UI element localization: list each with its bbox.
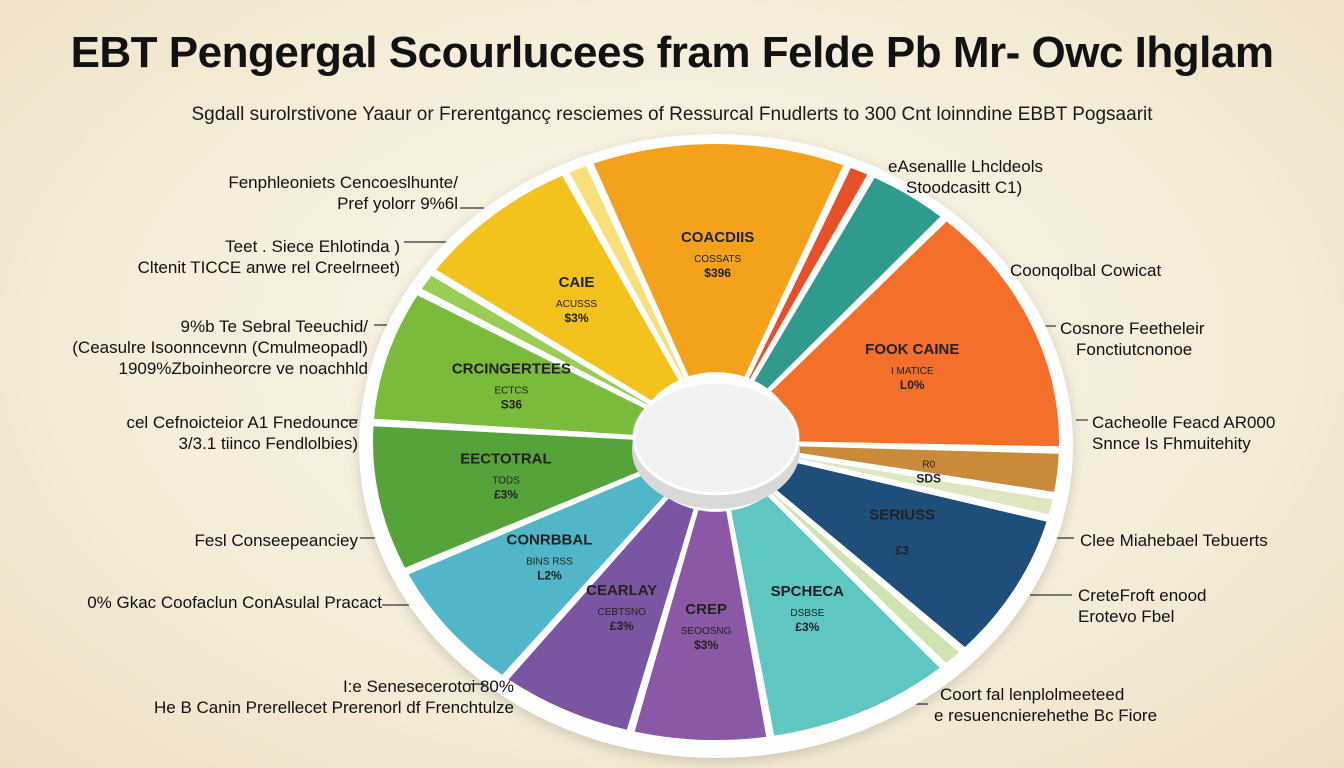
callout-line: Erotevo Fbel bbox=[1078, 607, 1175, 626]
callout-left-6: I:e Senesecerotoi 80% He B Canin Prerell… bbox=[154, 676, 514, 718]
slice-sublabel: CEBTSNO bbox=[598, 607, 647, 618]
slice-name: CEARLAY bbox=[586, 582, 657, 599]
slice-value-label: $396 bbox=[704, 266, 731, 280]
callout-line: Fesl Conseepeanciey bbox=[194, 531, 358, 550]
pie-slice bbox=[743, 162, 874, 384]
callout-line: Cltenit TICCE anwe rel Creelrneet) bbox=[137, 258, 400, 277]
slice-value-label: S36 bbox=[501, 398, 523, 412]
callout-line: Stoodcasitt C1) bbox=[906, 178, 1023, 197]
slice-value-label: £3 bbox=[896, 543, 910, 557]
pie-slice bbox=[748, 172, 947, 394]
callout-line: Coort fal lenplolmeeteed bbox=[940, 685, 1125, 704]
slice-name: EECTOTRAL bbox=[460, 450, 551, 467]
slice-name: SERIUSS bbox=[869, 506, 935, 523]
callout-line: (Ceasulre Isoonncevnn (Cmulmeopadl) bbox=[72, 338, 368, 357]
slice-value-label: SDS bbox=[916, 471, 941, 485]
pie-slice bbox=[563, 161, 690, 384]
slice-value-label: £3% bbox=[795, 620, 819, 634]
callout-left-1: Teet . Siece Ehlotinda ) Cltenit TICCE a… bbox=[138, 236, 400, 278]
callout-line: Coonqolbal Cowicat bbox=[1010, 261, 1162, 280]
callout-line: CreteFroft enood bbox=[1078, 586, 1207, 605]
slice-name: CREP bbox=[685, 601, 727, 618]
callout-line: 0% Gkac Coofaclun ConAsulal Pracact bbox=[87, 593, 382, 612]
slice-sublabel: DSBSE bbox=[790, 608, 824, 619]
callout-line: Teet . Siece Ehlotinda ) bbox=[225, 237, 400, 256]
callout-line: e resuencnierehethe Bc Fiore bbox=[934, 706, 1158, 725]
callout-line: Snnce Is Fhmuitehity bbox=[1092, 434, 1251, 453]
callout-line: Fenphleoniets Cencoeslhunte/ bbox=[228, 173, 458, 192]
pie-hub bbox=[632, 380, 800, 509]
callout-left-4: Fesl Conseepeanciey bbox=[195, 530, 358, 551]
slice-name: CRCINGERTEES bbox=[452, 361, 571, 378]
pie-slice bbox=[629, 505, 771, 744]
slice-sublabel: COSSATS bbox=[694, 254, 741, 265]
callout-right-6: Coort fal lenplolmeeteed e resuencniereh… bbox=[934, 684, 1157, 726]
pie-slice bbox=[430, 170, 685, 406]
callout-line: 1909%Zboinheorcre ve noachhld bbox=[118, 359, 368, 378]
slice-name: FOOK CAINE bbox=[865, 341, 959, 358]
slice-value-label: $3% bbox=[694, 638, 718, 652]
pie-slice bbox=[588, 140, 849, 382]
slice-value-label: $3% bbox=[564, 311, 588, 325]
slice-sublabel: ACUSSS bbox=[556, 299, 597, 310]
callout-left-0: Fenphleoniets Cencoeslhunte/ Pref yolorr… bbox=[228, 172, 458, 214]
chart-title: EBT Pengergal Scourlucees fram Felde Pb … bbox=[70, 28, 1274, 77]
callout-line: Fonctiutcnonoe bbox=[1076, 340, 1193, 359]
slice-value-label: L0% bbox=[900, 378, 925, 392]
callout-line: Pref yolorr 9%6l bbox=[337, 194, 458, 213]
slice-value-label: £3% bbox=[494, 487, 518, 501]
slice-name: CONRBBAL bbox=[507, 532, 593, 549]
slice-sublabel: BINS RSS bbox=[526, 557, 573, 568]
callout-right-0: eAsenallle Lhcldeols Stoodcasitt C1) bbox=[888, 156, 1043, 198]
callout-right-1: Coonqolbal Cowicat bbox=[1010, 260, 1161, 281]
slice-sublabel: R0 bbox=[922, 459, 935, 470]
slice-name: COACDIIS bbox=[681, 229, 754, 246]
callout-right-5: CreteFroft enood Erotevo Fbel bbox=[1078, 585, 1207, 627]
slice-value-label: £3% bbox=[610, 619, 634, 633]
callout-line: Cosnore Feetheleir bbox=[1060, 319, 1205, 338]
callout-line: I:e Senesecerotoi 80% bbox=[342, 677, 514, 696]
callout-line: 9%b Te Sebral Teeuchid/ bbox=[180, 317, 368, 336]
callout-line: cel Cefnoicteior A1 Fnedounce bbox=[126, 413, 358, 432]
slice-name: CAIE bbox=[559, 274, 595, 291]
callout-line: Clee Miahebael Tebuerts bbox=[1080, 531, 1268, 550]
callout-line: He B Canin Prerellecet Prerenorl df Fren… bbox=[154, 698, 514, 717]
callout-left-3: cel Cefnoicteior A1 Fnedounce 3/3.1 tiin… bbox=[126, 412, 358, 454]
callout-left-2: 9%b Te Sebral Teeuchid/ (Ceasulre Isoonn… bbox=[72, 316, 368, 379]
callout-line: Cacheolle Feacd AR000 bbox=[1092, 413, 1276, 432]
callout-left-5: 0% Gkac Coofaclun ConAsulal Pracact bbox=[87, 592, 382, 613]
callout-right-2: Cosnore Feetheleir Fonctiutcnonoe bbox=[1060, 318, 1205, 360]
slice-name: SPCHECA bbox=[771, 583, 845, 600]
slice-sublabel: SEOOSNG bbox=[681, 626, 732, 637]
slice-sublabel: I MATICE bbox=[891, 366, 934, 377]
callout-right-3: Cacheolle Feacd AR000 Snnce Is Fhmuitehi… bbox=[1092, 412, 1275, 454]
hub-disc bbox=[632, 380, 800, 496]
slice-sublabel: ECTCS bbox=[494, 386, 528, 397]
callout-line: 3/3.1 tiinco Fendlolbies) bbox=[178, 434, 358, 453]
slice-value-label: L2% bbox=[537, 569, 562, 583]
callout-right-4: Clee Miahebael Tebuerts bbox=[1080, 530, 1268, 551]
callout-line: eAsenallle Lhcldeols bbox=[888, 157, 1043, 176]
chart-subtitle: Sgdall surolrstivone Yaaur or Frerentgan… bbox=[191, 104, 1153, 125]
slice-sublabel: TODS bbox=[492, 475, 520, 486]
